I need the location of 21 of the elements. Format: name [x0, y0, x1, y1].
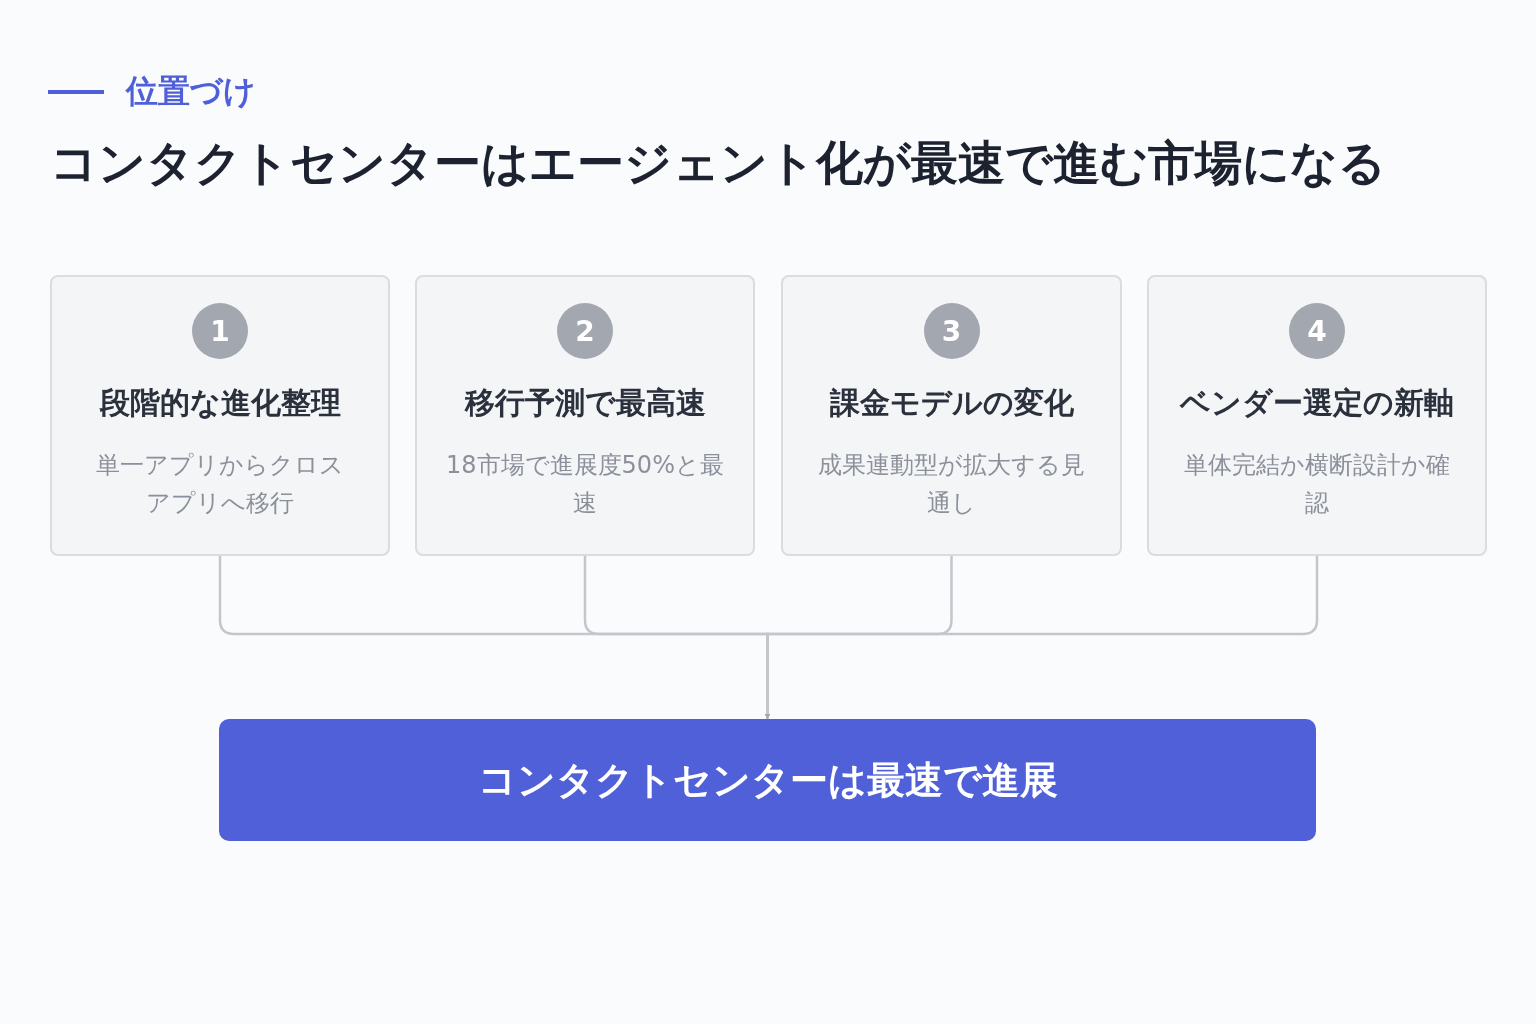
- step-card: [781, 275, 1122, 556]
- page-title: コンタクトセンターはエージェント化が最速で進む市場になる: [50, 134, 1386, 192]
- step-number: 4: [1289, 303, 1345, 359]
- step-number: 2: [557, 303, 613, 359]
- step-description: 18市場で進展度50%と最速: [445, 450, 725, 519]
- step-heading: 移行予測で最高速: [464, 384, 706, 422]
- result-text: コンタクトセンターは最速で進展: [477, 756, 1058, 804]
- section-label: 位置づけ: [126, 71, 256, 112]
- step-card: [415, 275, 755, 556]
- step-heading: ベンダー選定の新軸: [1180, 384, 1454, 422]
- step-number: 1: [192, 303, 248, 359]
- step-description: 成果連動型が拡大する見通し: [817, 450, 1086, 519]
- step-description: 単一アプリからクロスアプリへ移行: [95, 450, 345, 519]
- step-description: 単体完結か横断設計か確認: [1183, 450, 1451, 519]
- step-card: [50, 275, 390, 556]
- step-heading: 課金モデルの変化: [829, 384, 1074, 422]
- step-heading: 段階的な進化整理: [99, 384, 341, 422]
- step-number: 3: [923, 303, 980, 359]
- step-card: [1147, 275, 1487, 556]
- result-banner: [219, 719, 1316, 841]
- connector-arrow: [765, 556, 1319, 719]
